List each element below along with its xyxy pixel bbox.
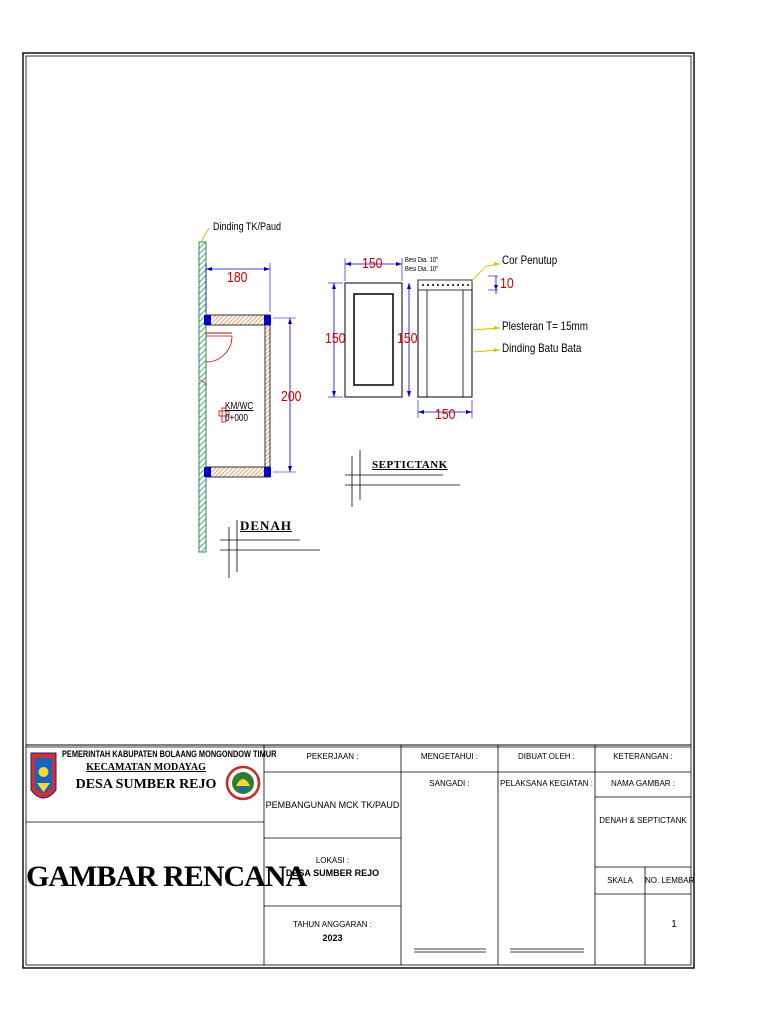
plaster-label: Plesteran T= 15mm [502,319,588,333]
tank-plan-inner [353,293,394,386]
skala-label: SKALA [607,876,633,885]
septictank-title: SEPTICTANK [372,459,448,471]
plan-height-dimension: 150 [325,330,346,347]
existing-wall [198,241,207,553]
title-block-lines [26,744,691,965]
rebar-label-1: Besi Dia. 10" [405,257,438,264]
denah-plan [198,227,320,578]
tahun-anggaran-value: 2023 [322,933,343,943]
plan-width-dimension: 150 [362,255,383,272]
tahun-anggaran-label: TAHUN ANGGARAN : [293,920,372,929]
mengetahui-label: MENGETAHUI : [420,752,479,761]
keterangan-label: KETERANGAN : [613,752,673,761]
outer-frame [22,52,695,969]
column [264,467,271,477]
room-label: KM/WC [225,401,254,412]
sangadi-label: SANGADI : [429,779,470,788]
septictank-drawing [328,258,501,507]
existing-wall-label: Dinding TK/Paud [213,221,282,233]
drawing-type-title: GAMBAR RENCANA [26,860,307,893]
section-height-dimension: 150 [397,330,418,347]
pekerjaan-label: PEKERJAAN : [306,752,359,761]
cover-label: Cor Penutup [502,253,558,267]
toilet-fixture [221,407,227,423]
pelaksana-label: PELAKSANA KEGIATAN : [499,779,594,788]
cover-thickness: 10 [500,275,514,292]
round-emblem-logo [225,765,261,801]
bottom-wall [205,466,271,478]
inner-frame [25,55,692,966]
dibuat-oleh-label: DIBUAT OLEH : [517,752,576,761]
rebar-dots [422,284,469,286]
cover-slab [417,279,473,291]
column [264,315,271,325]
lokasi-label: LOKASI : [315,856,350,865]
denah-title: DENAH [240,518,292,533]
brick-wall-label: Dinding Batu Bata [502,341,582,355]
tank-section [417,282,473,398]
lokasi-value: DESA SUMBER REJO [285,868,380,878]
kecamatan-name: KECAMATAN MODAYAG [86,762,206,773]
column [204,315,211,325]
depth-dimension: 200 [281,388,302,405]
width-dimension: 180 [227,269,248,286]
section-width-dimension: 150 [435,406,456,423]
government-name: PEMERINTAH KABUPATEN BOLAANG MONGONDOW T… [62,749,277,759]
regency-crest-logo [30,752,57,799]
no-lembar-label: NO. LEMBAR [645,876,695,885]
nama-gambar-label: NAMA GAMBAR : [610,779,675,788]
floor-level-label: 0+000 [225,413,249,424]
desa-name: DESA SUMBER REJO [75,777,217,792]
top-wall [205,314,271,326]
right-wall [264,324,271,468]
rebar-label-2: Besi Dia. 10" [405,266,438,273]
nama-gambar-value: DENAH & SEPTICTANK [599,816,687,825]
no-lembar-value: 1 [671,919,677,930]
column [204,467,211,477]
pekerjaan-value: PEMBANGUNAN MCK TK/PAUD [265,800,400,810]
door-swing [205,335,233,363]
